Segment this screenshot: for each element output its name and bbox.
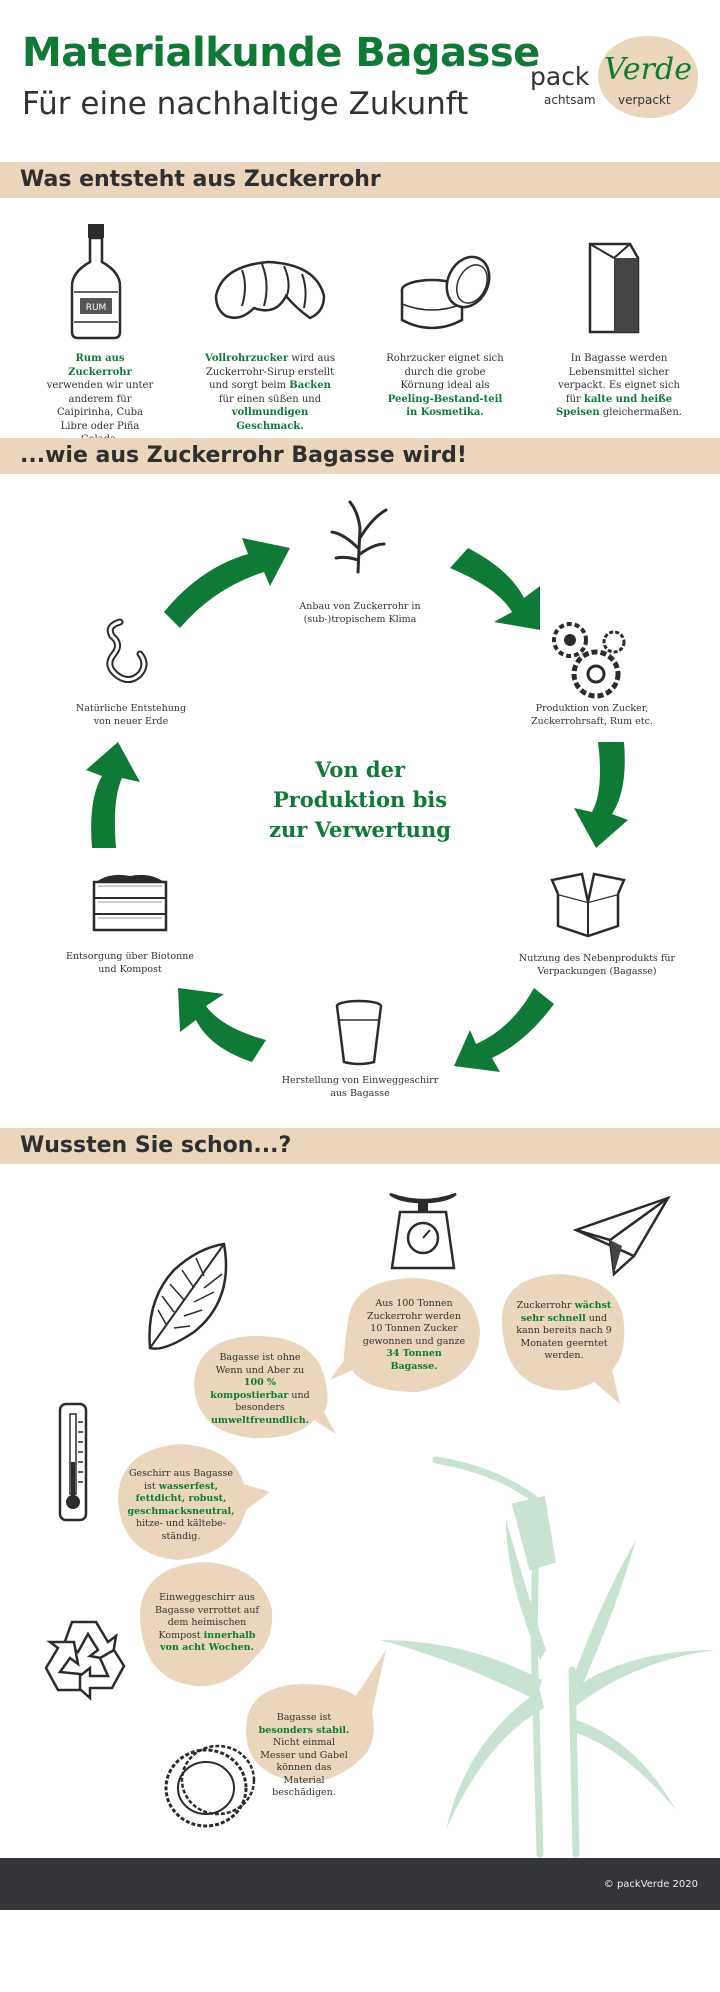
rum-bottle-icon: RUM (70, 224, 122, 340)
fact-text: Geschirr aus Bagasse ist wasserfest, fet… (127, 1468, 235, 1542)
fact-text: Bagasse ist ohne Wenn und Aber zu 100 % … (210, 1352, 310, 1426)
cycle-step-label: Nutzung des Nebenprodukts für Verpackung… (518, 953, 676, 977)
logo-achtsam: achtsam (544, 93, 596, 107)
compost-crate-icon (92, 874, 168, 932)
section-band-facts: Wussten Sie schon...? (0, 1128, 720, 1164)
logo-bubble (598, 36, 698, 118)
sugarcane-plant-illustration (380, 1456, 716, 1858)
leaf-icon (148, 1242, 228, 1350)
product-caption-croissant: Vollrohrzucker wird aus Zuckerrohr-Sirup… (204, 353, 336, 432)
bubble-plate (246, 1650, 386, 1783)
cycle-step-label: Anbau von Zuckerrohr in (sub-)tropischem… (299, 601, 421, 625)
croissant-icon (214, 260, 326, 320)
open-box-icon (550, 872, 626, 938)
fact-text: Bagasse ist besonders stabil. Nicht einm… (258, 1712, 350, 1798)
logo-verpackt: verpackt (618, 93, 671, 107)
cycle-center-text: Von der Produktion bis zur Verwertung (269, 757, 451, 842)
thermometer-icon (58, 1402, 88, 1522)
fact-text: Zuckerrohr wächst sehr schnell und kann … (516, 1300, 612, 1361)
arrow-bottom-left (178, 988, 266, 1062)
cycle-step-label: Herstellung von Einweggeschirr aus Bagas… (281, 1075, 439, 1099)
section-title: ...wie aus Zuckerrohr Bagasse wird! (20, 443, 467, 468)
bubble-scale (330, 1278, 480, 1392)
section-band-products: Was entsteht aus Zuckerrohr (0, 162, 720, 198)
copyright: © packVerde 2020 (603, 1879, 698, 1890)
section-title: Was entsteht aus Zuckerrohr (20, 167, 381, 192)
scale-icon (389, 1192, 457, 1270)
recycle-icon (44, 1620, 126, 1701)
paper-plane-icon (572, 1195, 671, 1277)
svg-text:RUM: RUM (86, 303, 107, 313)
bubble-thermometer (118, 1444, 270, 1560)
arrow-top-right (450, 548, 540, 630)
cycle-step-label: Natürliche Entstehung von neuer Erde (75, 703, 187, 727)
product-caption-packaging: In Bagasse werden Lebensmittel sicher ve… (556, 353, 682, 418)
worm-icon (106, 618, 148, 683)
plate-icon (164, 1744, 256, 1828)
footer: © packVerde 2020 (0, 1858, 720, 1910)
page-subtitle: Für eine nachhaltige Zukunft (22, 86, 469, 122)
cycle-step-label: Produktion von Zucker, Zuckerrohrsaft, R… (531, 703, 653, 727)
section-band-cycle: ...wie aus Zuckerrohr Bagasse wird! (0, 438, 720, 474)
bubble-leaf (194, 1335, 336, 1439)
sugarcane-sprout-icon (330, 500, 388, 574)
arrow-right-upper (574, 742, 628, 848)
cup-icon (335, 999, 383, 1066)
product-caption-cosmetics: Rohrzucker eignet sich durch die grobe K… (386, 353, 504, 418)
cosmetic-jar-icon (400, 255, 491, 330)
arrow-left-lower (86, 742, 140, 848)
page-title: Materialkunde Bagasse (22, 30, 540, 76)
cycle-step-label: Entsorgung über Biotonne und Kompost (66, 951, 194, 975)
arrow-right-lower (454, 988, 554, 1072)
bubble-recycle (140, 1562, 273, 1687)
fact-text: Einweggeschirr aus Bagasse verrottet auf… (155, 1592, 259, 1653)
gears-icon (552, 622, 626, 699)
logo-verde: Verde (604, 52, 692, 87)
bubble-plane (502, 1274, 625, 1404)
arrow-left-upper (164, 538, 290, 628)
fact-text: Aus 100 Tonnen Zuckerrohr werden 10 Tonn… (362, 1298, 466, 1372)
logo-pack: pack (530, 62, 590, 91)
paper-bag-icon (588, 242, 640, 334)
section-title: Wussten Sie schon...? (20, 1133, 292, 1158)
